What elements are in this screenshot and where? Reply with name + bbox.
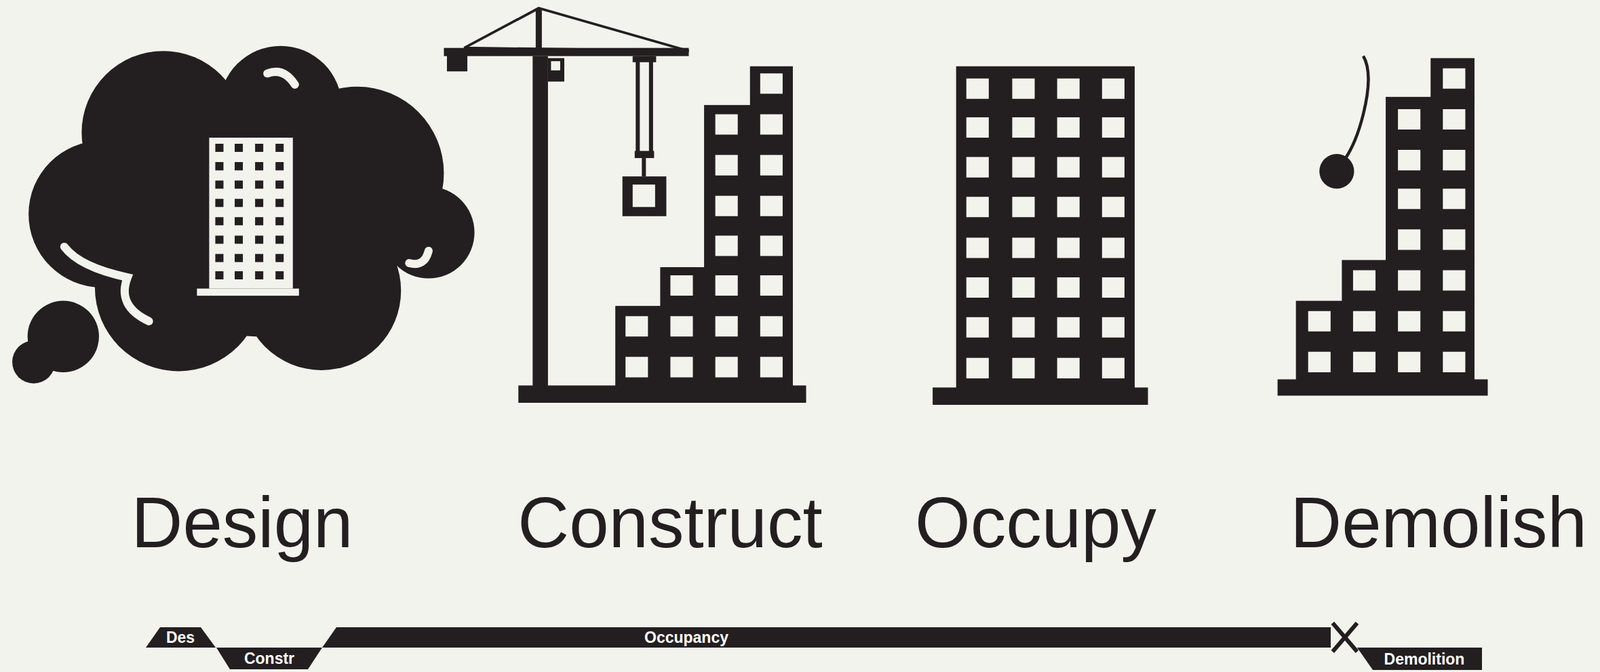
crane-hook-block xyxy=(634,151,655,159)
phase-label: Occupancy xyxy=(644,628,729,647)
phase-label: Des xyxy=(166,628,195,647)
building-being-demolished xyxy=(1296,58,1475,383)
occupied-building xyxy=(956,66,1135,390)
ground-base xyxy=(518,385,806,403)
band-outline xyxy=(322,627,1331,648)
crane-load-window xyxy=(632,184,656,207)
phase-label: Demolition xyxy=(1384,650,1466,669)
band-shape xyxy=(322,627,1331,648)
crane-cabin xyxy=(548,58,565,83)
building-under-construction xyxy=(615,66,793,388)
cloud-highlight xyxy=(64,246,150,322)
band-outline xyxy=(1357,647,1482,671)
stage-title: Occupy xyxy=(914,482,1157,565)
crane-jib xyxy=(443,48,689,57)
crane-load xyxy=(622,176,667,217)
cloud-highlight xyxy=(408,250,429,264)
stage-title: Construct xyxy=(517,482,823,565)
imagined-building-base xyxy=(196,288,299,297)
cloud-highlight xyxy=(267,71,296,85)
band-outline xyxy=(145,627,216,648)
band-outline xyxy=(216,647,323,670)
wrecking-ball xyxy=(1319,153,1354,189)
end-cross xyxy=(1332,623,1358,652)
stage-title: Design xyxy=(131,482,354,565)
ground-base xyxy=(1277,379,1489,396)
occupancy-phase-band: Occupancy xyxy=(322,627,1331,648)
building-windows xyxy=(1308,68,1466,373)
demolition-phase-band: Demolition xyxy=(1357,647,1482,671)
wrecking-cable xyxy=(1344,56,1369,160)
cross-stroke xyxy=(1332,623,1358,652)
design-phase-band: Des xyxy=(145,627,216,648)
thought-cloud xyxy=(12,46,475,384)
crane-tie xyxy=(464,8,690,51)
crane-hook xyxy=(641,158,646,177)
stage-title: Demolish xyxy=(1290,482,1588,565)
crane-counterweight xyxy=(446,54,468,72)
cloud-lobe xyxy=(132,91,378,337)
cloud-highlights xyxy=(64,71,429,322)
phase-label: Constr xyxy=(244,649,295,668)
building-windows xyxy=(625,73,783,378)
imagined-building-windows xyxy=(215,143,284,280)
cross-stroke xyxy=(1332,623,1358,652)
crane-mast xyxy=(532,56,549,388)
crane-cable xyxy=(635,56,640,154)
building-windows xyxy=(966,78,1125,379)
crane-cabin-window xyxy=(550,61,561,71)
imagined-building xyxy=(208,137,293,289)
thought-bubble xyxy=(12,340,55,384)
construction-phase-band: Constr xyxy=(216,647,323,670)
crane-top xyxy=(535,8,542,51)
crane-cable xyxy=(649,56,654,154)
ground-base xyxy=(932,387,1148,405)
